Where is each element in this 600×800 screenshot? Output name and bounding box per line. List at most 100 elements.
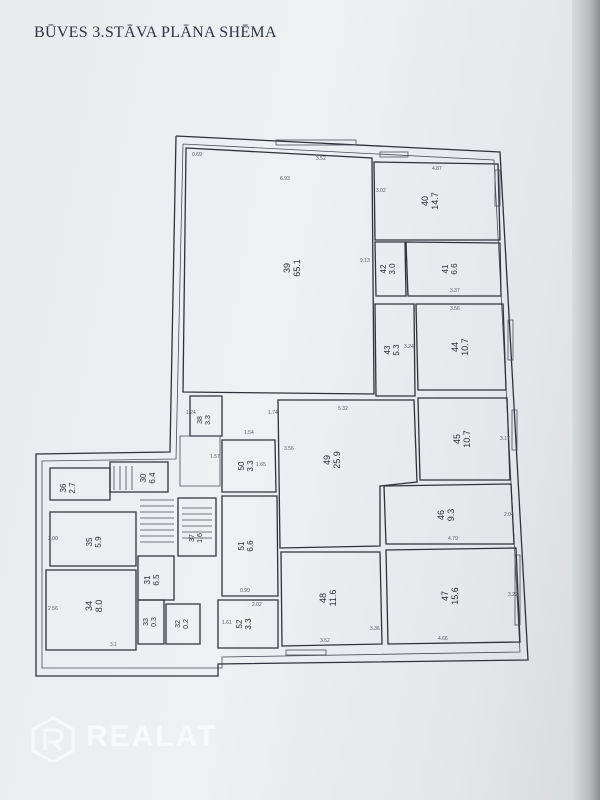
dimension: 3.52 [316, 156, 326, 162]
room-area: 0.3 [151, 617, 158, 627]
dimension: 3.24 [404, 344, 414, 350]
paper-edge [572, 0, 600, 800]
brand-name: REALAT [86, 720, 218, 753]
room-area: 15.6 [450, 587, 460, 605]
windows [275, 139, 521, 656]
room-area: 11.6 [328, 590, 338, 607]
room-area: 6.6 [246, 540, 255, 552]
plan-title: BŪVES 3.STĀVA PLĀNA SHĒMA [34, 24, 277, 41]
dimension: 1.74 [268, 410, 278, 416]
room-label: 44 [450, 342, 460, 352]
room-area: 3.3 [205, 415, 212, 425]
dimension: 1.57 [210, 454, 220, 460]
room-label: 52 [235, 619, 244, 628]
room-36-outline [49, 467, 111, 501]
dimension: 1.54 [244, 430, 254, 436]
room-area: 1.6 [197, 533, 204, 543]
room-44-outline [415, 303, 507, 391]
room-43-outline [374, 303, 416, 397]
room-52-outline [217, 599, 279, 649]
dimension: 4.66 [438, 636, 448, 642]
dimension: 3.22 [508, 592, 518, 598]
room-47-outline [385, 547, 521, 645]
realat-r-logo-icon [31, 716, 75, 762]
room-area: 14.7 [430, 192, 440, 210]
dimension: 2.02 [252, 602, 262, 608]
room-label: 50 [237, 461, 246, 470]
room-label: 35 [85, 537, 94, 546]
room-label: 31 [143, 575, 152, 584]
room-area: 6.6 [450, 263, 459, 275]
room-area: 10.7 [462, 430, 472, 448]
wc-corridor [179, 435, 221, 487]
room-45-outline [417, 397, 511, 481]
room-50-outline [221, 439, 277, 493]
room-label: 41 [441, 264, 450, 273]
room-35-outline [49, 511, 137, 567]
room-label: 47 [440, 591, 450, 601]
brand-watermark: REALAT [30, 716, 280, 766]
stairs [113, 466, 212, 543]
room-31-outline [137, 555, 175, 601]
room-label: 40 [420, 196, 430, 206]
room-label: 51 [237, 541, 246, 550]
room-area: 3.3 [246, 460, 255, 472]
room-area: 9.3 [446, 509, 456, 522]
dimension: 2.04 [504, 512, 514, 518]
room-41-outline [405, 241, 502, 297]
dimension: 1.65 [256, 462, 266, 468]
room-area: 0.2 [183, 619, 190, 629]
dimension: 9.13 [360, 258, 370, 264]
inner-wall-line [41, 143, 521, 669]
dimension: 4.87 [432, 166, 442, 172]
dimension: 3.36 [370, 626, 380, 632]
room-label: 37 [189, 534, 196, 542]
room-label: 46 [436, 510, 446, 520]
room-39-outline [182, 147, 375, 395]
dimension: 5.32 [338, 406, 348, 412]
room-34-outline [45, 569, 137, 651]
room-area: 5.3 [392, 344, 401, 356]
outer-wall [35, 135, 529, 677]
room-40-outline [373, 161, 501, 241]
room-38-outline [189, 395, 223, 437]
room-label: 36 [59, 483, 68, 492]
dimension: 6.93 [280, 176, 290, 182]
room-42-outline [374, 241, 407, 297]
room-label: 34 [84, 601, 94, 611]
dimension: 3.56 [450, 306, 460, 312]
dimension: 3.02 [376, 188, 386, 194]
room-label: 43 [383, 345, 392, 354]
room-label: 38 [197, 416, 204, 424]
room-label: 42 [379, 264, 388, 273]
room-area: 65.1 [292, 259, 302, 277]
room-49-outline [277, 399, 418, 549]
room-area: 6.5 [152, 574, 161, 586]
dimension: 3.1 [110, 642, 117, 648]
dimension: 0.69 [192, 152, 202, 158]
dimension: 3.37 [450, 288, 460, 294]
room-area: 3.0 [388, 263, 397, 275]
room-label: 39 [282, 263, 292, 273]
room-label: 30 [139, 473, 148, 482]
room-51-outline [221, 495, 279, 597]
room-area: 10.7 [460, 338, 470, 356]
room-area: 2.7 [68, 482, 77, 494]
dimension: 3.17 [500, 436, 510, 442]
dimension: 0.99 [240, 588, 250, 594]
dimension: 1.24 [186, 410, 196, 416]
dimension: 3.52 [320, 638, 330, 644]
room-label: 48 [318, 593, 328, 603]
dimension: 2.00 [48, 536, 58, 542]
room-label: 49 [322, 455, 332, 465]
room-area: 6.4 [148, 472, 157, 484]
room-label: 45 [452, 434, 462, 444]
room-37-outline [177, 497, 217, 557]
dimension: 2.56 [48, 606, 58, 612]
room-48-outline [280, 551, 383, 647]
room-32-outline [165, 603, 201, 645]
room-label: 32 [175, 620, 182, 628]
dimension-labels: 0.69 3.52 6.93 4.87 3.02 9.13 3.37 3.56 … [48, 152, 518, 648]
